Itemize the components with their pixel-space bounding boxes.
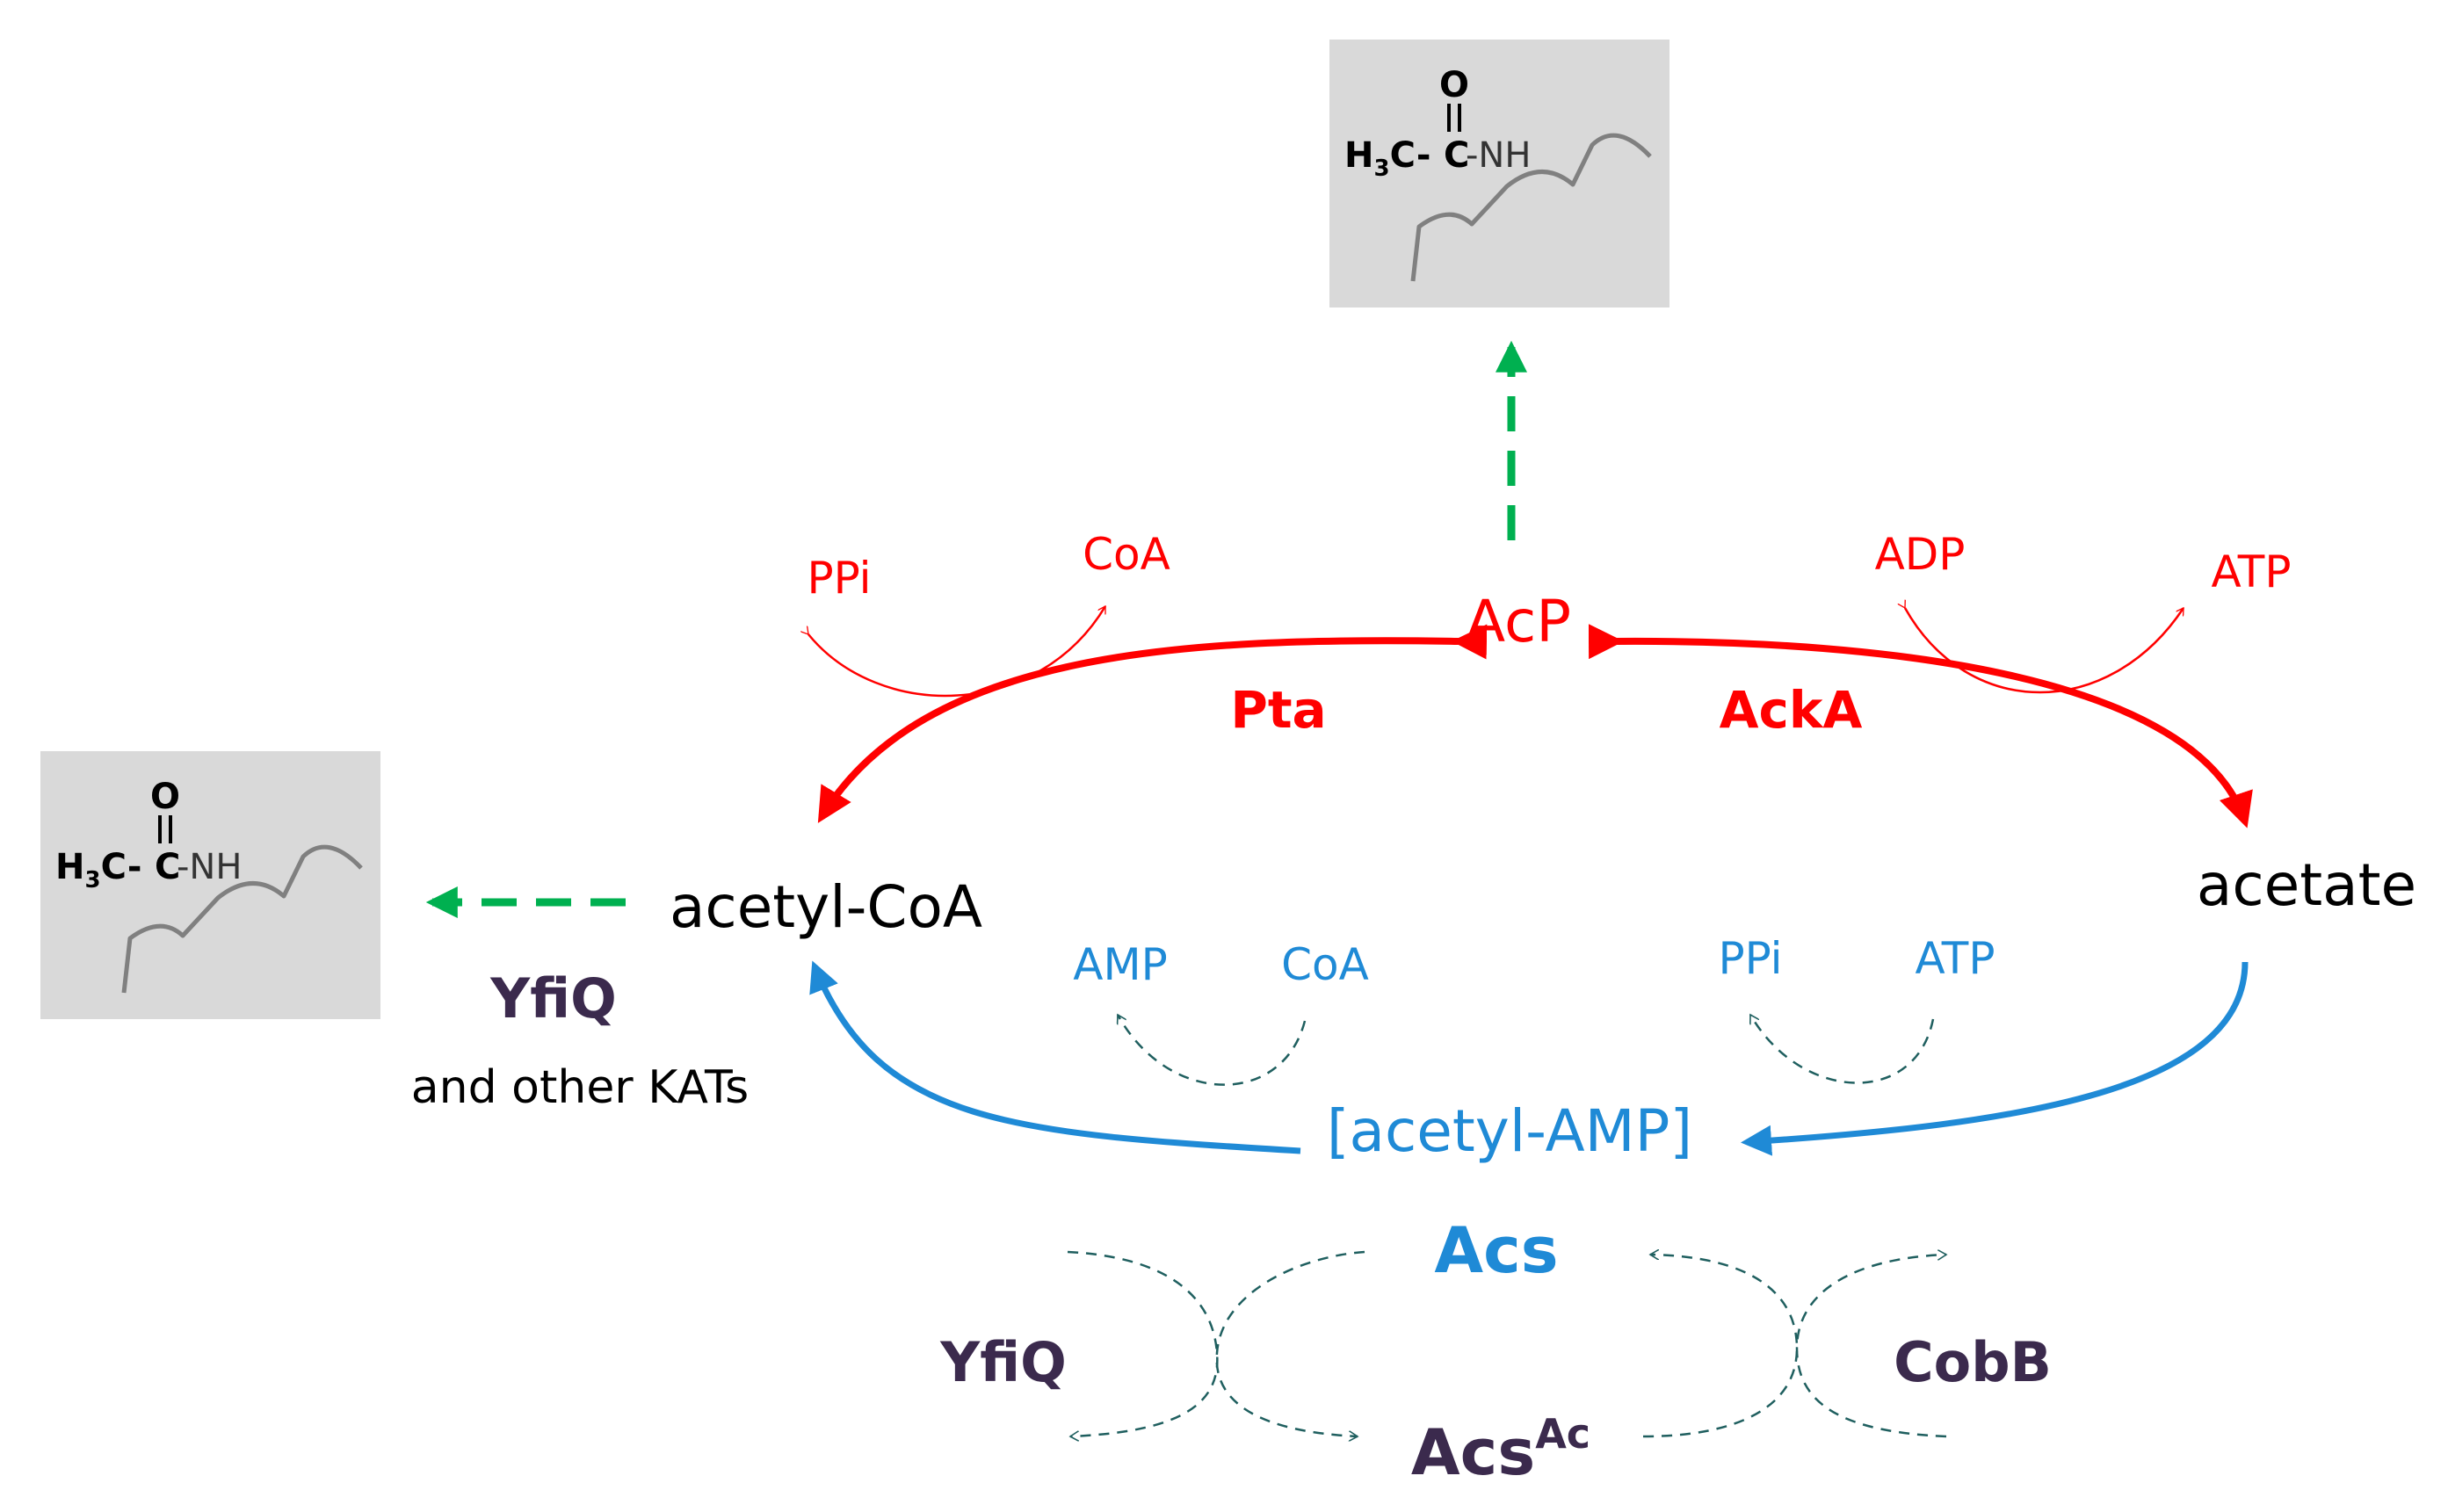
acetyl-lysine-structure-left: O H3C- C -NH [40,751,380,1019]
acetyl-coa-label: acetyl-CoA [670,873,982,941]
acka-label: AckA [1720,680,1863,740]
acetyl-lysine-structure-top: O H3C- C -NH [1329,40,1669,307]
acs-ppi-label: PPi [1718,933,1782,984]
acs-acetylated-label: AcsAc [1411,1410,1590,1489]
yfiq-subtitle: and other KATs [411,1061,749,1114]
lysine-chain [1410,133,1652,282]
structure-box [1329,40,1669,307]
cobb-deacetylation-arc [1642,1255,1799,1438]
cobb-cofactor-arc [1795,1255,1946,1438]
acs-coa-label: CoA [1281,939,1369,990]
acp-label: AcP [1466,588,1571,655]
acetyl-amp-label: [acetyl-AMP] [1327,1097,1692,1165]
yfiq-bottom-label: YfiQ [939,1330,1067,1394]
carbonyl-carbon: C [155,847,180,887]
acs-left-cofactor-curve [1118,1015,1307,1086]
acka-reaction-arrow [1588,624,2253,828]
yfiq-cofactor-arc [1067,1250,1219,1436]
acka-atp-label: ATP [2211,546,2291,597]
pta-coa-label: CoA [1083,529,1170,580]
yfiq-main-label: YfiQ [489,966,617,1031]
methyl-group: H3C- [1344,135,1430,182]
acs-atp-label: ATP [1915,933,1995,984]
pta-cofactor-curve [808,606,1107,698]
acs-right-cofactor-curve [1749,1015,1935,1084]
structure-box [40,751,380,1019]
pta-label: Pta [1230,680,1326,740]
amide-nh: -NH [177,847,242,887]
lysine-chain [121,844,363,994]
pta-reaction-arrow [817,624,1488,823]
acka-adp-label: ADP [1875,529,1966,580]
methyl-group: H3C- [55,847,141,893]
acs-amp-label: AMP [1073,939,1168,990]
cobb-label: CobB [1894,1330,2052,1394]
acetate-label: acetate [2197,851,2416,919]
pta-ppi-label: PPi [807,553,871,604]
oxygen-atom: O [150,777,180,817]
acs-step2-arrow [809,960,1301,1154]
carbonyl-carbon: C [1444,135,1469,176]
acka-cofactor-curve [1905,608,2185,694]
acs-step1-arrow [1741,961,2249,1156]
yfiq-acetylation-arc [1215,1250,1365,1436]
oxygen-atom: O [1439,65,1469,105]
acs-label: Acs [1434,1213,1558,1287]
amide-nh: -NH [1466,135,1531,176]
